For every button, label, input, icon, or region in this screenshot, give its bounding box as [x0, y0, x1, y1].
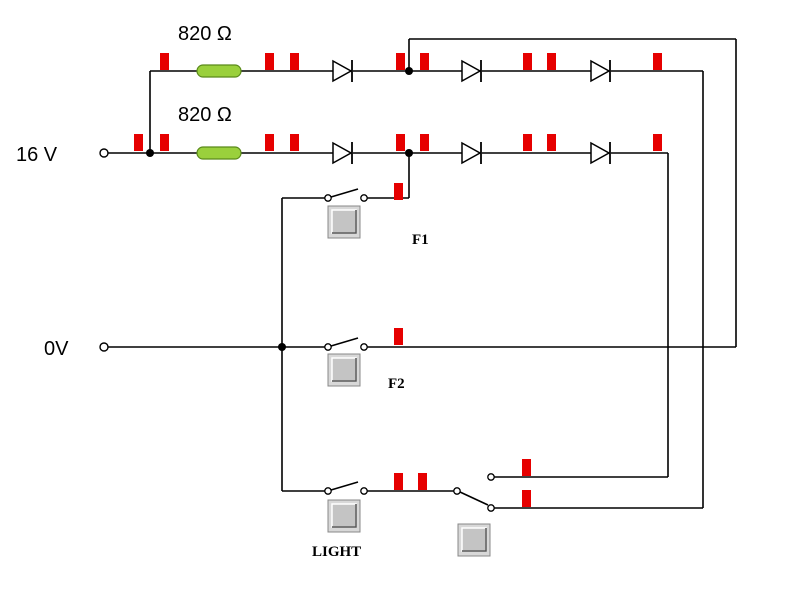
- switch-light-label: LIGHT: [312, 544, 361, 560]
- junction-dot: [405, 149, 413, 157]
- probe-marker: [547, 53, 556, 70]
- diode-icon: [590, 141, 611, 165]
- diode-icon: [461, 141, 482, 165]
- switch-contact: [487, 473, 495, 481]
- junction-dot: [405, 67, 413, 75]
- junction-dot: [278, 343, 286, 351]
- switch-contact: [324, 343, 332, 351]
- switch-contact: [487, 504, 495, 512]
- push-button-light[interactable]: [327, 499, 361, 533]
- switch-f2-label: F2: [388, 376, 405, 392]
- switch-blade: [330, 188, 359, 198]
- probe-marker: [420, 53, 429, 70]
- diode-icon: [332, 141, 353, 165]
- probe-marker: [265, 53, 274, 70]
- diode-icon: [590, 59, 611, 83]
- resistor-top-value: 820 Ω: [178, 23, 232, 45]
- probe-marker: [265, 134, 274, 151]
- probe-marker: [522, 490, 531, 507]
- junction-dot: [146, 149, 154, 157]
- wiring: [108, 38, 737, 509]
- supply-ground-label: 0V: [44, 338, 69, 360]
- switch-contact: [453, 487, 461, 495]
- probe-marker: [653, 134, 662, 151]
- push-button-f1[interactable]: [327, 205, 361, 239]
- probe-marker: [653, 53, 662, 70]
- switch-contact: [360, 343, 368, 351]
- probe-marker: [523, 53, 532, 70]
- push-button-f2[interactable]: [327, 353, 361, 387]
- probe-marker: [290, 134, 299, 151]
- switch-light[interactable]: [324, 481, 368, 495]
- terminal-positive[interactable]: [99, 148, 109, 158]
- probe-marker: [523, 134, 532, 151]
- switch-blade: [330, 337, 359, 347]
- probe-marker: [522, 459, 531, 476]
- changeover-switch[interactable]: [453, 473, 495, 512]
- probe-markers: [134, 53, 662, 507]
- resistor-bottom: [196, 146, 242, 160]
- probe-marker: [418, 473, 427, 490]
- supply-positive-label: 16 V: [16, 144, 58, 166]
- resistor-top: [196, 64, 242, 78]
- switch-contact: [324, 194, 332, 202]
- switch-contact: [324, 487, 332, 495]
- resistor-bottom-value: 820 Ω: [178, 104, 232, 126]
- probe-marker: [160, 53, 169, 70]
- probe-marker: [394, 473, 403, 490]
- switch-contact: [360, 487, 368, 495]
- probe-marker: [160, 134, 169, 151]
- probe-marker: [394, 183, 403, 200]
- probe-marker: [134, 134, 143, 151]
- probe-marker: [420, 134, 429, 151]
- probe-marker: [290, 53, 299, 70]
- diode-icon: [461, 59, 482, 83]
- switch-f1-label: F1: [412, 232, 429, 248]
- probe-marker: [547, 134, 556, 151]
- probe-marker: [396, 53, 405, 70]
- terminal-ground[interactable]: [99, 342, 109, 352]
- switch-blade: [330, 481, 359, 491]
- switch-blade: [459, 491, 489, 506]
- probe-marker: [394, 328, 403, 345]
- switch-contact: [360, 194, 368, 202]
- push-button-changeover[interactable]: [457, 523, 491, 557]
- switch-f1[interactable]: [324, 188, 368, 202]
- probe-marker: [396, 134, 405, 151]
- diode-icon: [332, 59, 353, 83]
- switch-f2[interactable]: [324, 337, 368, 351]
- led-diodes: [332, 59, 611, 165]
